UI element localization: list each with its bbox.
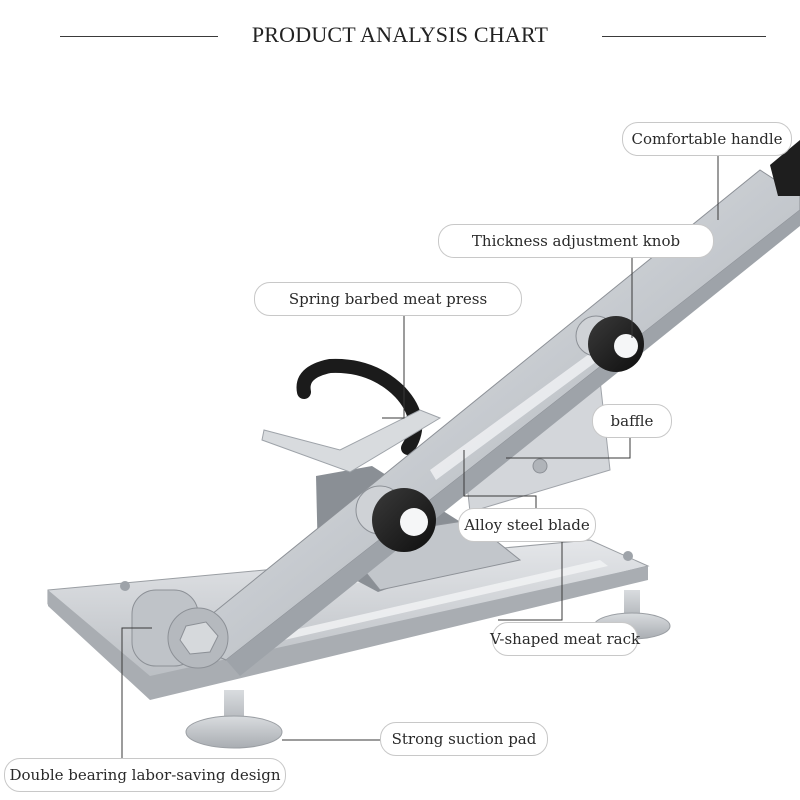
- leader-lines: [121, 154, 719, 758]
- callout-alloy-steel-blade: Alloy steel blade: [458, 508, 596, 542]
- callout-baffle: baffle: [592, 404, 672, 438]
- callout-v-shaped-meat-rack: V-shaped meat rack: [490, 622, 640, 656]
- callout-thickness-adjustment-knob: Thickness adjustment knob: [438, 224, 714, 258]
- page-title: PRODUCT ANALYSIS CHART: [251, 22, 549, 47]
- callout-comfortable-handle: Comfortable handle: [622, 122, 792, 156]
- title-rule-right: [602, 36, 766, 37]
- slicer-arm: [179, 140, 800, 676]
- callout-spring-meat-press: Spring barbed meat press: [254, 282, 522, 316]
- title-row: PRODUCT ANALYSIS CHART: [0, 22, 800, 52]
- callout-strong-suction-pad: Strong suction pad: [380, 722, 548, 756]
- callout-double-bearing-design: Double bearing labor-saving design: [4, 758, 286, 792]
- double-bearing-pivot: [131, 589, 229, 669]
- spring-meat-press: [261, 358, 442, 473]
- title-rule-left: [60, 36, 218, 37]
- suction-pad-front: [185, 690, 283, 749]
- thickness-knob-upper: [575, 315, 644, 372]
- thickness-knob-lower: [355, 485, 436, 552]
